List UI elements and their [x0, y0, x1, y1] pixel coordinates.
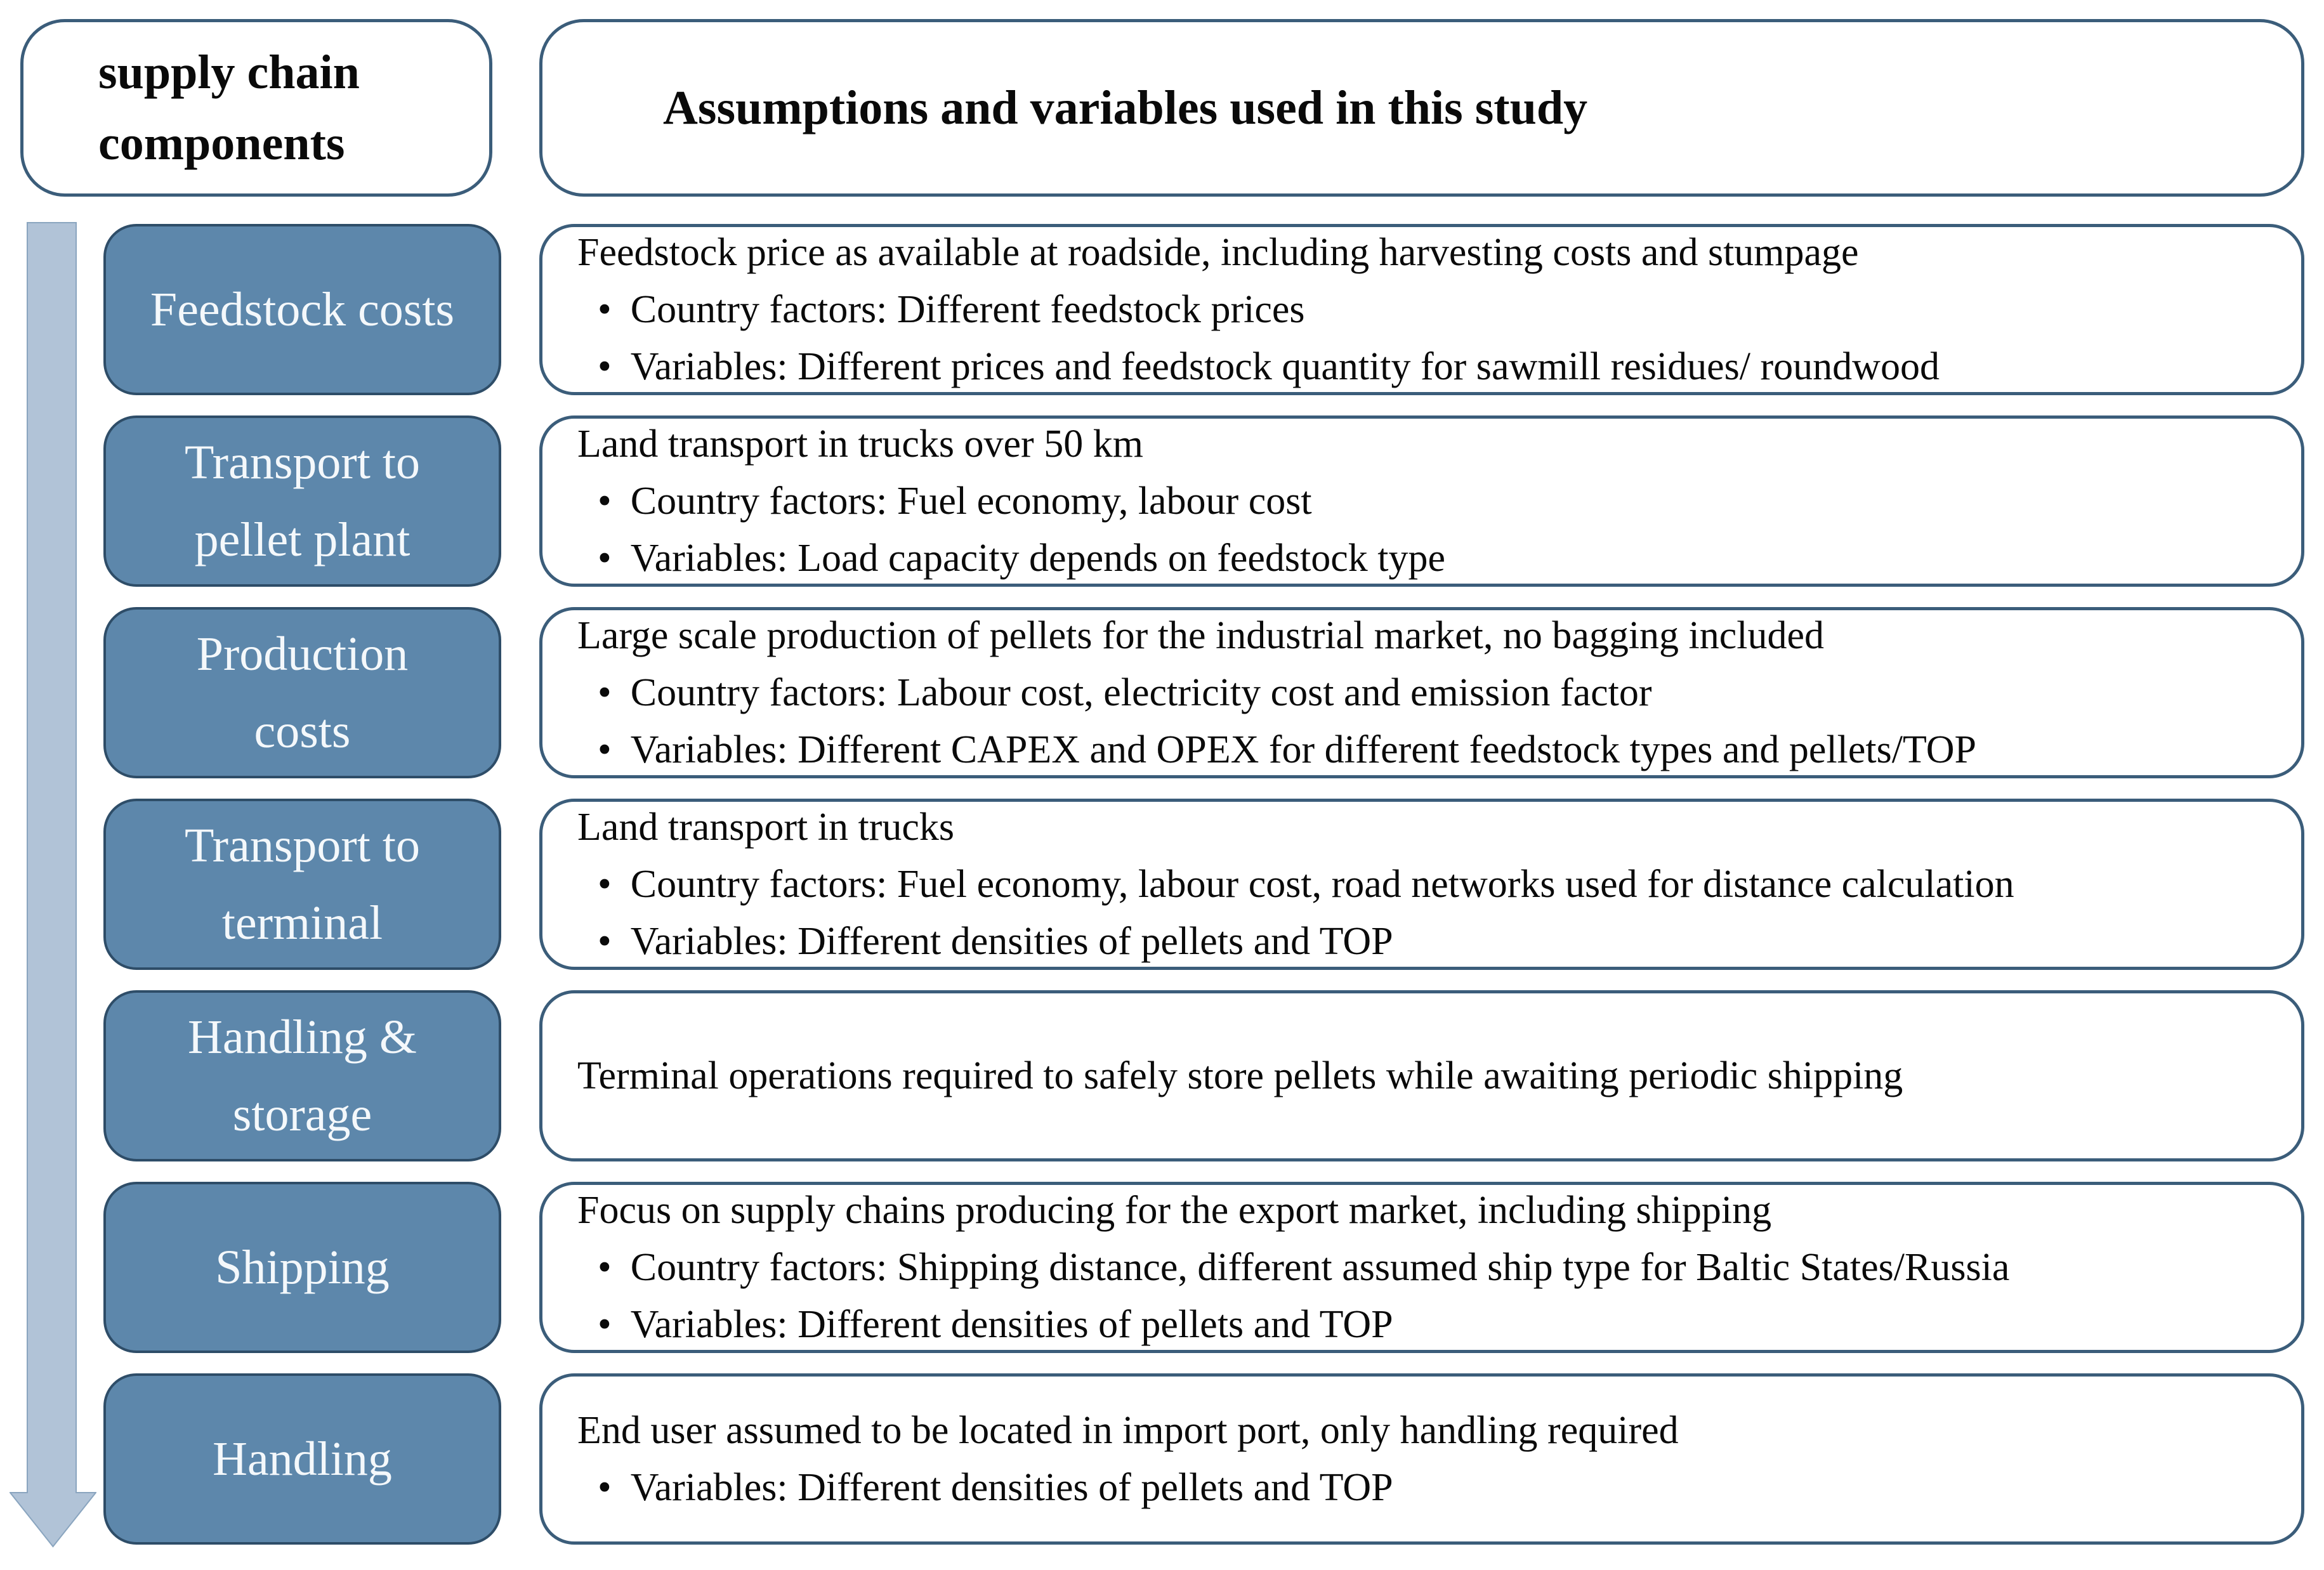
stage-feedstock-costs: Feedstock costs: [103, 224, 501, 395]
info-bullet: Country factors: Fuel economy, labour co…: [577, 856, 2276, 913]
stage-label: Feedstock costs: [150, 283, 455, 336]
stage-transport-to-terminal: Transport to terminal: [103, 799, 501, 970]
info-bullet: Variables: Load capacity depends on feed…: [577, 530, 2276, 587]
info-handling: End user assumed to be located in import…: [539, 1373, 2304, 1545]
info-transport-to-terminal: Land transport in trucks Country factors…: [539, 799, 2304, 970]
info-feedstock-costs: Feedstock price as available at roadside…: [539, 224, 2304, 395]
info-bullet: Country factors: Different feedstock pri…: [577, 281, 2276, 338]
stage-label: Transport to pellet plant: [185, 436, 420, 566]
stage-transport-to-pellet-plant: Transport to pellet plant: [103, 415, 501, 587]
info-transport-to-pellet-plant: Land transport in trucks over 50 km Coun…: [539, 415, 2304, 587]
info-lead-text: Terminal operations required to safely s…: [577, 1054, 1903, 1097]
assumptions-header: Assumptions and variables used in this s…: [539, 19, 2304, 197]
stage-label: Production costs: [196, 627, 409, 758]
info-bullet: Country factors: Shipping distance, diff…: [577, 1239, 2276, 1296]
info-bullet: Variables: Different prices and feedstoc…: [577, 338, 2276, 395]
info-bullet: Variables: Different densities of pellet…: [577, 1296, 2276, 1353]
info-lead-text: Feedstock price as available at roadside…: [577, 231, 1859, 274]
stage-production-costs: Production costs: [103, 607, 501, 778]
stage-label: Handling: [213, 1432, 392, 1486]
stage-label: Handling & storage: [188, 1011, 417, 1141]
info-lead-text: Land transport in trucks: [577, 806, 955, 849]
info-bullet: Variables: Different densities of pellet…: [577, 913, 2276, 970]
stage-label: Transport to terminal: [185, 819, 420, 950]
info-shipping: Focus on supply chains producing for the…: [539, 1182, 2304, 1353]
info-lead-text: Focus on supply chains producing for the…: [577, 1189, 1772, 1232]
info-bullet: Country factors: Labour cost, electricit…: [577, 664, 2276, 721]
info-production-costs: Large scale production of pellets for th…: [539, 607, 2304, 778]
stage-handling: Handling: [103, 1373, 501, 1545]
info-bullet: Variables: Different CAPEX and OPEX for …: [577, 721, 2276, 778]
right-header-title: Assumptions and variables used in this s…: [663, 81, 1588, 134]
info-lead-text: Large scale production of pellets for th…: [577, 614, 1825, 657]
info-bullet: Country factors: Fuel economy, labour co…: [577, 473, 2276, 530]
stage-shipping: Shipping: [103, 1182, 501, 1353]
info-lead-text: End user assumed to be located in import…: [577, 1409, 1679, 1452]
stage-label: Shipping: [215, 1241, 390, 1294]
downward-flow-arrow-icon: [10, 222, 96, 1548]
left-header-title: supply chain components: [98, 46, 360, 170]
stage-handling-and-storage: Handling & storage: [103, 990, 501, 1161]
info-handling-and-storage: Terminal operations required to safely s…: [539, 990, 2304, 1161]
supply-chain-components-header: supply chain components: [20, 19, 492, 197]
info-bullet: Variables: Different densities of pellet…: [577, 1459, 2276, 1516]
info-lead-text: Land transport in trucks over 50 km: [577, 422, 1143, 466]
